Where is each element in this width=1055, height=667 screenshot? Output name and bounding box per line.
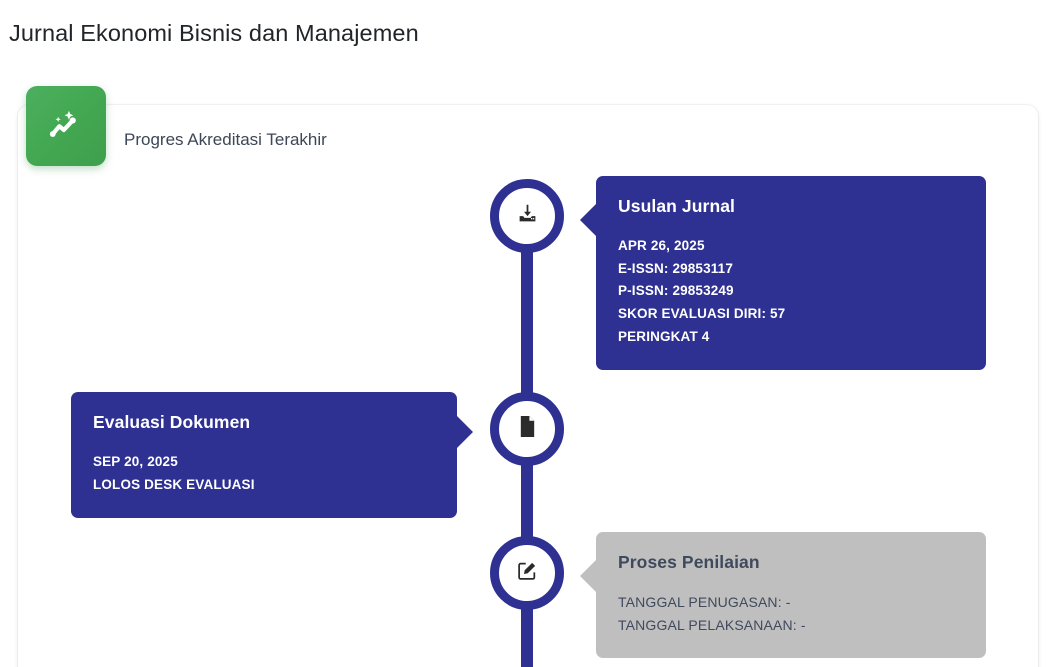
- timeline-node-evaluasi-dokumen[interactable]: [490, 392, 564, 466]
- edit-pencil-square-icon: [516, 560, 538, 587]
- timeline-card-usulan-jurnal[interactable]: Usulan Jurnal APR 26, 2025 E-ISSN: 29853…: [580, 176, 986, 371]
- download-inbox-icon: [517, 203, 538, 229]
- card-line: P-ISSN: 29853249: [618, 283, 734, 299]
- card-detail-lines: TANGGAL PENUGASAN: - TANGGAL PELAKSANAAN…: [618, 591, 964, 636]
- card-line: SKOR EVALUASI DIRI: 57: [618, 305, 786, 321]
- card-detail-lines: SEP 20, 2025 LOLOS DESK EVALUASI: [93, 451, 435, 496]
- timeline-card-proses-penilaian[interactable]: Proses Penilaian TANGGAL PENUGASAN: - TA…: [580, 532, 986, 659]
- card-line: PERINGKAT 4: [618, 328, 710, 344]
- card-pointer-left: [580, 203, 597, 237]
- card-line: LOLOS DESK EVALUASI: [93, 476, 255, 492]
- card-line: APR 26, 2025: [618, 238, 705, 254]
- card-pointer-left: [580, 559, 597, 593]
- card-pointer-right: [456, 415, 473, 449]
- analytics-badge: [26, 86, 106, 166]
- timeline-card-evaluasi-dokumen[interactable]: Evaluasi Dokumen SEP 20, 2025 LOLOS DESK…: [71, 392, 473, 519]
- card-detail-lines: APR 26, 2025 E-ISSN: 29853117 P-ISSN: 29…: [618, 235, 964, 348]
- card-title: Usulan Jurnal: [618, 196, 736, 216]
- panel-header-label: Progres Akreditasi Terakhir: [124, 130, 327, 149]
- card-title: Proses Penilaian: [618, 552, 760, 572]
- card-line: SEP 20, 2025: [93, 454, 178, 470]
- progress-panel: Usulan Jurnal APR 26, 2025 E-ISSN: 29853…: [18, 105, 1038, 667]
- timeline-node-usulan-jurnal[interactable]: [490, 179, 564, 253]
- analytics-trending-sparkle-icon: [46, 106, 86, 146]
- card-line: TANGGAL PENUGASAN: -: [618, 594, 791, 611]
- page-title: Jurnal Ekonomi Bisnis dan Manajemen: [9, 20, 419, 46]
- card-title: Evaluasi Dokumen: [93, 412, 251, 432]
- document-file-icon: [518, 416, 537, 442]
- timeline-node-proses-penilaian[interactable]: [490, 536, 564, 610]
- card-line: E-ISSN: 29853117: [618, 260, 733, 276]
- card-line: TANGGAL PELAKSANAAN: -: [618, 616, 806, 633]
